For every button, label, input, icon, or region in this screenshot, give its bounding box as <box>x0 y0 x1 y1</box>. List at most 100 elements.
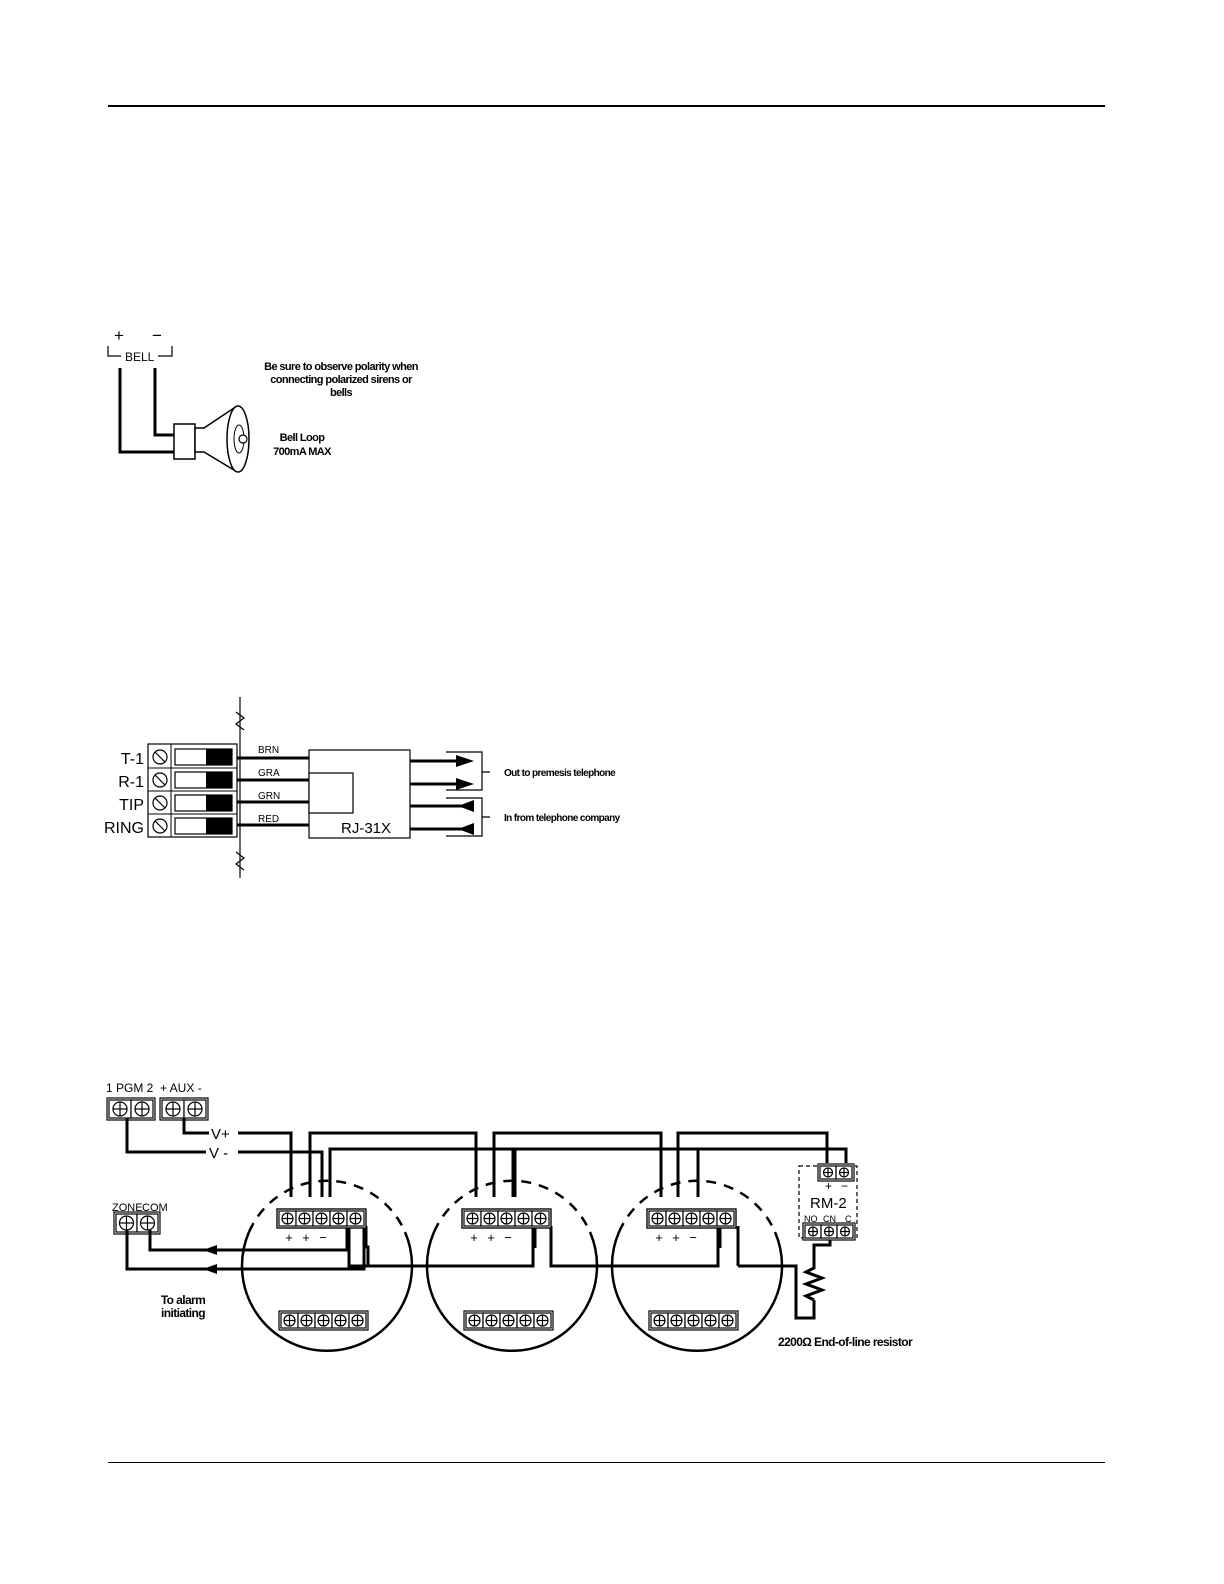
screw-terminal-icon <box>348 1312 367 1329</box>
rm2-contact-cn: CN <box>823 1214 836 1224</box>
detector-lower-terminal-strip <box>463 1310 554 1331</box>
screw-terminal-icon <box>648 1210 667 1227</box>
v-plus-source-wire <box>182 1118 293 1197</box>
smoke-detector-base: ++− <box>425 1179 599 1353</box>
bell-positive-wire <box>118 368 176 454</box>
screw-terminal-icon <box>716 1210 735 1227</box>
detector-terminal-sign: − <box>689 1230 697 1245</box>
screw-terminal-icon <box>499 1312 518 1329</box>
wire-label-grn: GRN <box>258 791 280 802</box>
incoming-arrows <box>410 800 474 835</box>
v-minus-bus <box>328 1147 848 1197</box>
detector-terminal-sign: − <box>504 1230 512 1245</box>
footer-rule <box>108 1462 1105 1463</box>
aux-terminal-block <box>159 1097 209 1121</box>
screw-terminal-icon <box>665 1210 684 1227</box>
detector-terminal-sign: + <box>655 1230 663 1245</box>
resistor-label: 2200Ω End-of-line resistor <box>778 1335 913 1349</box>
detector-terminal-sign: + <box>302 1230 310 1245</box>
screw-terminal-icon <box>514 1210 533 1227</box>
rm2-minus-sign: − <box>841 1179 848 1193</box>
detector-terminal-strip <box>276 1208 367 1229</box>
screw-terminal-icon <box>480 1210 499 1227</box>
outgoing-arrows <box>410 755 474 790</box>
end-of-line-resistor <box>801 1236 832 1302</box>
screw-terminal-icon <box>835 1165 853 1180</box>
detector-terminal-sign: + <box>487 1230 495 1245</box>
smoke-detector-base: ++− <box>240 1179 414 1353</box>
terminal-label-ring: RING <box>104 820 144 837</box>
screw-terminal-icon <box>346 1210 365 1227</box>
smoke-detector-base: ++− <box>610 1179 784 1353</box>
screw-terminal-icon <box>183 1099 207 1119</box>
rm2-contact-no: NO <box>804 1214 818 1224</box>
bell-minus-label: − <box>152 326 162 345</box>
bell-loop-max-label: 700mA MAX <box>273 446 332 458</box>
screw-terminal-icon <box>701 1312 720 1329</box>
screw-terminal-icon <box>297 1312 316 1329</box>
bell-wiring-diagram: + − BELL Be sure to observe polarity whe… <box>107 326 419 473</box>
screw-terminal-icon <box>804 1224 822 1239</box>
wire-label-red: RED <box>258 814 279 825</box>
terminal-row <box>148 813 237 835</box>
break-mark-top <box>235 711 245 731</box>
com-label: COM <box>142 1202 168 1214</box>
in-from-telco-label: In from telephone company <box>504 813 621 824</box>
v-plus-bus <box>308 1131 829 1197</box>
bell-bracket <box>107 346 173 357</box>
rm2-contact-c: C <box>845 1214 852 1224</box>
wire-label-gra: GRA <box>258 768 280 779</box>
detector-terminal-sign: + <box>285 1230 293 1245</box>
rj31x-jack <box>308 749 411 839</box>
v-minus-label: V - <box>209 1145 228 1162</box>
rj31x-label: RJ-31X <box>341 820 391 837</box>
screw-terminal-icon <box>136 1213 159 1233</box>
screw-terminal-icon <box>295 1210 314 1227</box>
screw-terminal-icon <box>465 1312 484 1329</box>
break-mark-bottom <box>235 851 245 871</box>
rm2-label: RM-2 <box>810 1195 847 1212</box>
screw-terminal-icon <box>161 1099 185 1119</box>
pgm-label: 1 PGM 2 <box>106 1081 154 1095</box>
detector-terminal-sign: − <box>319 1230 327 1245</box>
screw-terminal-icon <box>280 1312 299 1329</box>
terminal-row <box>148 767 237 789</box>
screw-terminal-icon <box>650 1312 669 1329</box>
screw-terminal-icon <box>278 1210 297 1227</box>
detector-lower-terminal-strip <box>278 1310 369 1331</box>
terminal-row <box>152 748 233 766</box>
polarity-note-line-3: bells <box>330 387 353 399</box>
horn-siren-icon <box>173 405 250 473</box>
polarity-note-line-2: connecting polarized sirens or <box>270 374 413 386</box>
detector-terminal-sign: + <box>672 1230 680 1245</box>
v-plus-label: V+ <box>211 1126 230 1143</box>
rm2-plus-sign: + <box>825 1179 832 1193</box>
bell-negative-wire <box>153 368 176 437</box>
screw-terminal-icon <box>533 1312 552 1329</box>
screw-terminal-icon <box>682 1210 701 1227</box>
screw-terminal-icon <box>463 1210 482 1227</box>
bell-plus-label: + <box>114 326 124 345</box>
terminal-row <box>148 790 237 812</box>
in-bracket <box>446 797 490 837</box>
screw-terminal-icon <box>482 1312 501 1329</box>
alarm-note-line-1: To alarm <box>161 1293 205 1307</box>
detector-terminal-strip <box>646 1208 737 1229</box>
terminal-block <box>147 743 238 838</box>
screw-terminal-icon <box>836 1224 854 1239</box>
screw-terminal-icon <box>699 1210 718 1227</box>
zone-loop-wires <box>125 1226 850 1320</box>
smoke-detector-wiring-diagram: 1 PGM 2 + AUX - ZONE COM V+ V - To alarm… <box>106 1081 914 1353</box>
alarm-note-line-2: initiating <box>161 1306 205 1320</box>
rm2-relay-module: + − RM-2 NO CN C <box>798 1163 858 1241</box>
zone-label: ZONE <box>112 1202 143 1214</box>
zone-com-terminal-block <box>113 1211 161 1235</box>
screw-terminal-icon <box>108 1099 132 1119</box>
detector-terminal-strip <box>461 1208 552 1229</box>
polarity-note-line-1: Be sure to observe polarity when <box>264 361 419 373</box>
smoke-detector-group: ++−++−++− <box>240 1179 784 1353</box>
screw-terminal-icon <box>115 1213 138 1233</box>
screw-terminal-icon <box>819 1165 837 1180</box>
wire-label-brn: BRN <box>258 745 279 756</box>
terminal-label-r1: R-1 <box>118 774 144 791</box>
